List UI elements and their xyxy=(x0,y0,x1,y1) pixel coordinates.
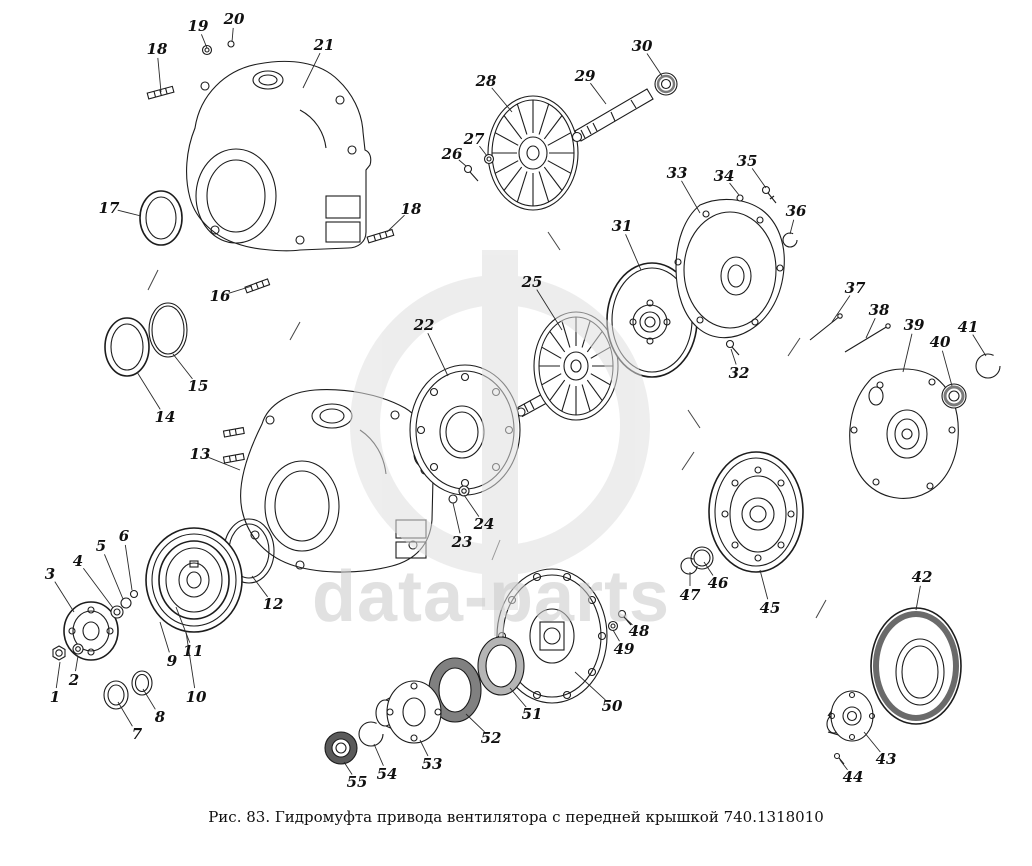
nut-1 xyxy=(52,645,66,661)
leader-32-32 xyxy=(730,348,737,365)
ring-7 xyxy=(103,680,129,710)
stud-37 xyxy=(809,313,843,341)
leader-25-25 xyxy=(536,289,563,331)
leader-8-7 xyxy=(142,688,156,710)
leader-39-39 xyxy=(902,333,913,373)
leader-15-14 xyxy=(172,353,193,380)
leader-29-29 xyxy=(590,82,607,105)
leader-10-9 xyxy=(185,631,196,689)
leader-41-41 xyxy=(972,334,987,357)
leader-7-6 xyxy=(117,701,133,727)
stud-18-upper xyxy=(146,85,175,100)
washer-2 xyxy=(72,643,84,655)
stud-38 xyxy=(844,323,891,353)
leader-21-20 xyxy=(302,52,321,89)
leader-49-49 xyxy=(612,629,620,642)
leader-33-33 xyxy=(681,180,701,214)
stud-16 xyxy=(244,278,271,294)
leader-43-43 xyxy=(863,731,881,753)
leader-42-42 xyxy=(915,585,921,611)
leader-1-0 xyxy=(55,661,61,689)
leader-44-44 xyxy=(839,759,848,771)
leader-28-28 xyxy=(491,87,513,113)
leader-48-48 xyxy=(623,616,633,626)
ring-42 xyxy=(870,607,962,725)
leader-54-54 xyxy=(373,743,384,766)
leader-19-18 xyxy=(200,34,208,49)
leader-20-19 xyxy=(231,27,234,43)
leader-35-35 xyxy=(751,168,767,189)
figure-caption: Рис. 83. Гидромуфта привода вентилятора … xyxy=(208,808,824,826)
leader-13-12 xyxy=(208,456,241,471)
hub-53 xyxy=(375,680,442,744)
shaft-29 xyxy=(571,88,654,143)
leader-37-37 xyxy=(831,295,851,323)
leader-17-16 xyxy=(117,209,142,217)
bolt-26 xyxy=(463,164,479,182)
snap-ring-47 xyxy=(680,557,698,575)
leader-45-45 xyxy=(759,569,769,600)
leader-46-46 xyxy=(703,561,714,576)
leader-16-15 xyxy=(228,285,253,294)
leader-18-21 xyxy=(386,214,405,233)
leader-30-30 xyxy=(646,53,663,77)
bearing-30 xyxy=(654,72,678,96)
pulley-10-11 xyxy=(145,527,243,633)
leader-50-50 xyxy=(574,671,606,701)
leader-53-53 xyxy=(419,739,429,757)
leader-9-8 xyxy=(159,621,170,653)
snap-ring-41 xyxy=(975,353,1001,379)
ring-51 xyxy=(477,636,525,696)
ring-15 xyxy=(148,302,188,358)
washer-6 xyxy=(129,589,139,599)
leader-14-13 xyxy=(136,371,161,410)
leader-51-51 xyxy=(509,687,527,708)
ring-8 xyxy=(131,670,153,696)
leader-2-1 xyxy=(75,655,79,672)
leader-31-31 xyxy=(625,234,642,271)
leader-40-40 xyxy=(941,350,953,387)
leader-6-5 xyxy=(124,544,133,591)
hub-43 xyxy=(826,690,876,742)
cover-plate-33 xyxy=(674,198,785,339)
leader-23-23 xyxy=(452,502,461,534)
leader-38-38 xyxy=(865,317,876,339)
leader-55-55 xyxy=(343,761,353,775)
leader-11-10 xyxy=(175,606,191,643)
leader-3-2 xyxy=(54,581,75,613)
leader-18-17 xyxy=(157,57,162,93)
leader-4-3 xyxy=(83,567,114,609)
wheel-45 xyxy=(708,451,804,573)
leader-36-36 xyxy=(789,219,795,235)
part-front-cover-housing xyxy=(186,60,372,252)
nut-19 xyxy=(201,44,213,56)
washer-4 xyxy=(110,605,124,619)
ring-52 xyxy=(428,657,482,723)
leader-26-26 xyxy=(458,159,467,167)
leader-22-22 xyxy=(427,332,449,377)
stud-18-lower xyxy=(366,228,395,244)
leader-27-27 xyxy=(479,145,488,157)
leader-34-34 xyxy=(729,182,740,196)
leader-12-11 xyxy=(251,575,268,598)
bearing-40 xyxy=(941,383,967,409)
washer-20 xyxy=(227,40,235,48)
bolt-35 xyxy=(761,185,777,204)
bolt-32 xyxy=(725,339,740,356)
impeller-28 xyxy=(487,95,579,211)
leader-52-52 xyxy=(465,713,485,733)
snap-ring-54 xyxy=(358,721,384,747)
seal-ring-17 xyxy=(139,190,183,246)
bolt-44 xyxy=(833,752,845,765)
leader-5-4 xyxy=(104,554,124,600)
leader-24-24 xyxy=(463,494,480,517)
plate-39 xyxy=(849,368,959,499)
bearing-55 xyxy=(324,731,358,765)
seal-ring-14 xyxy=(104,317,150,377)
washer-27 xyxy=(483,153,495,165)
washer-34 xyxy=(736,194,744,202)
washer-5 xyxy=(120,597,132,609)
